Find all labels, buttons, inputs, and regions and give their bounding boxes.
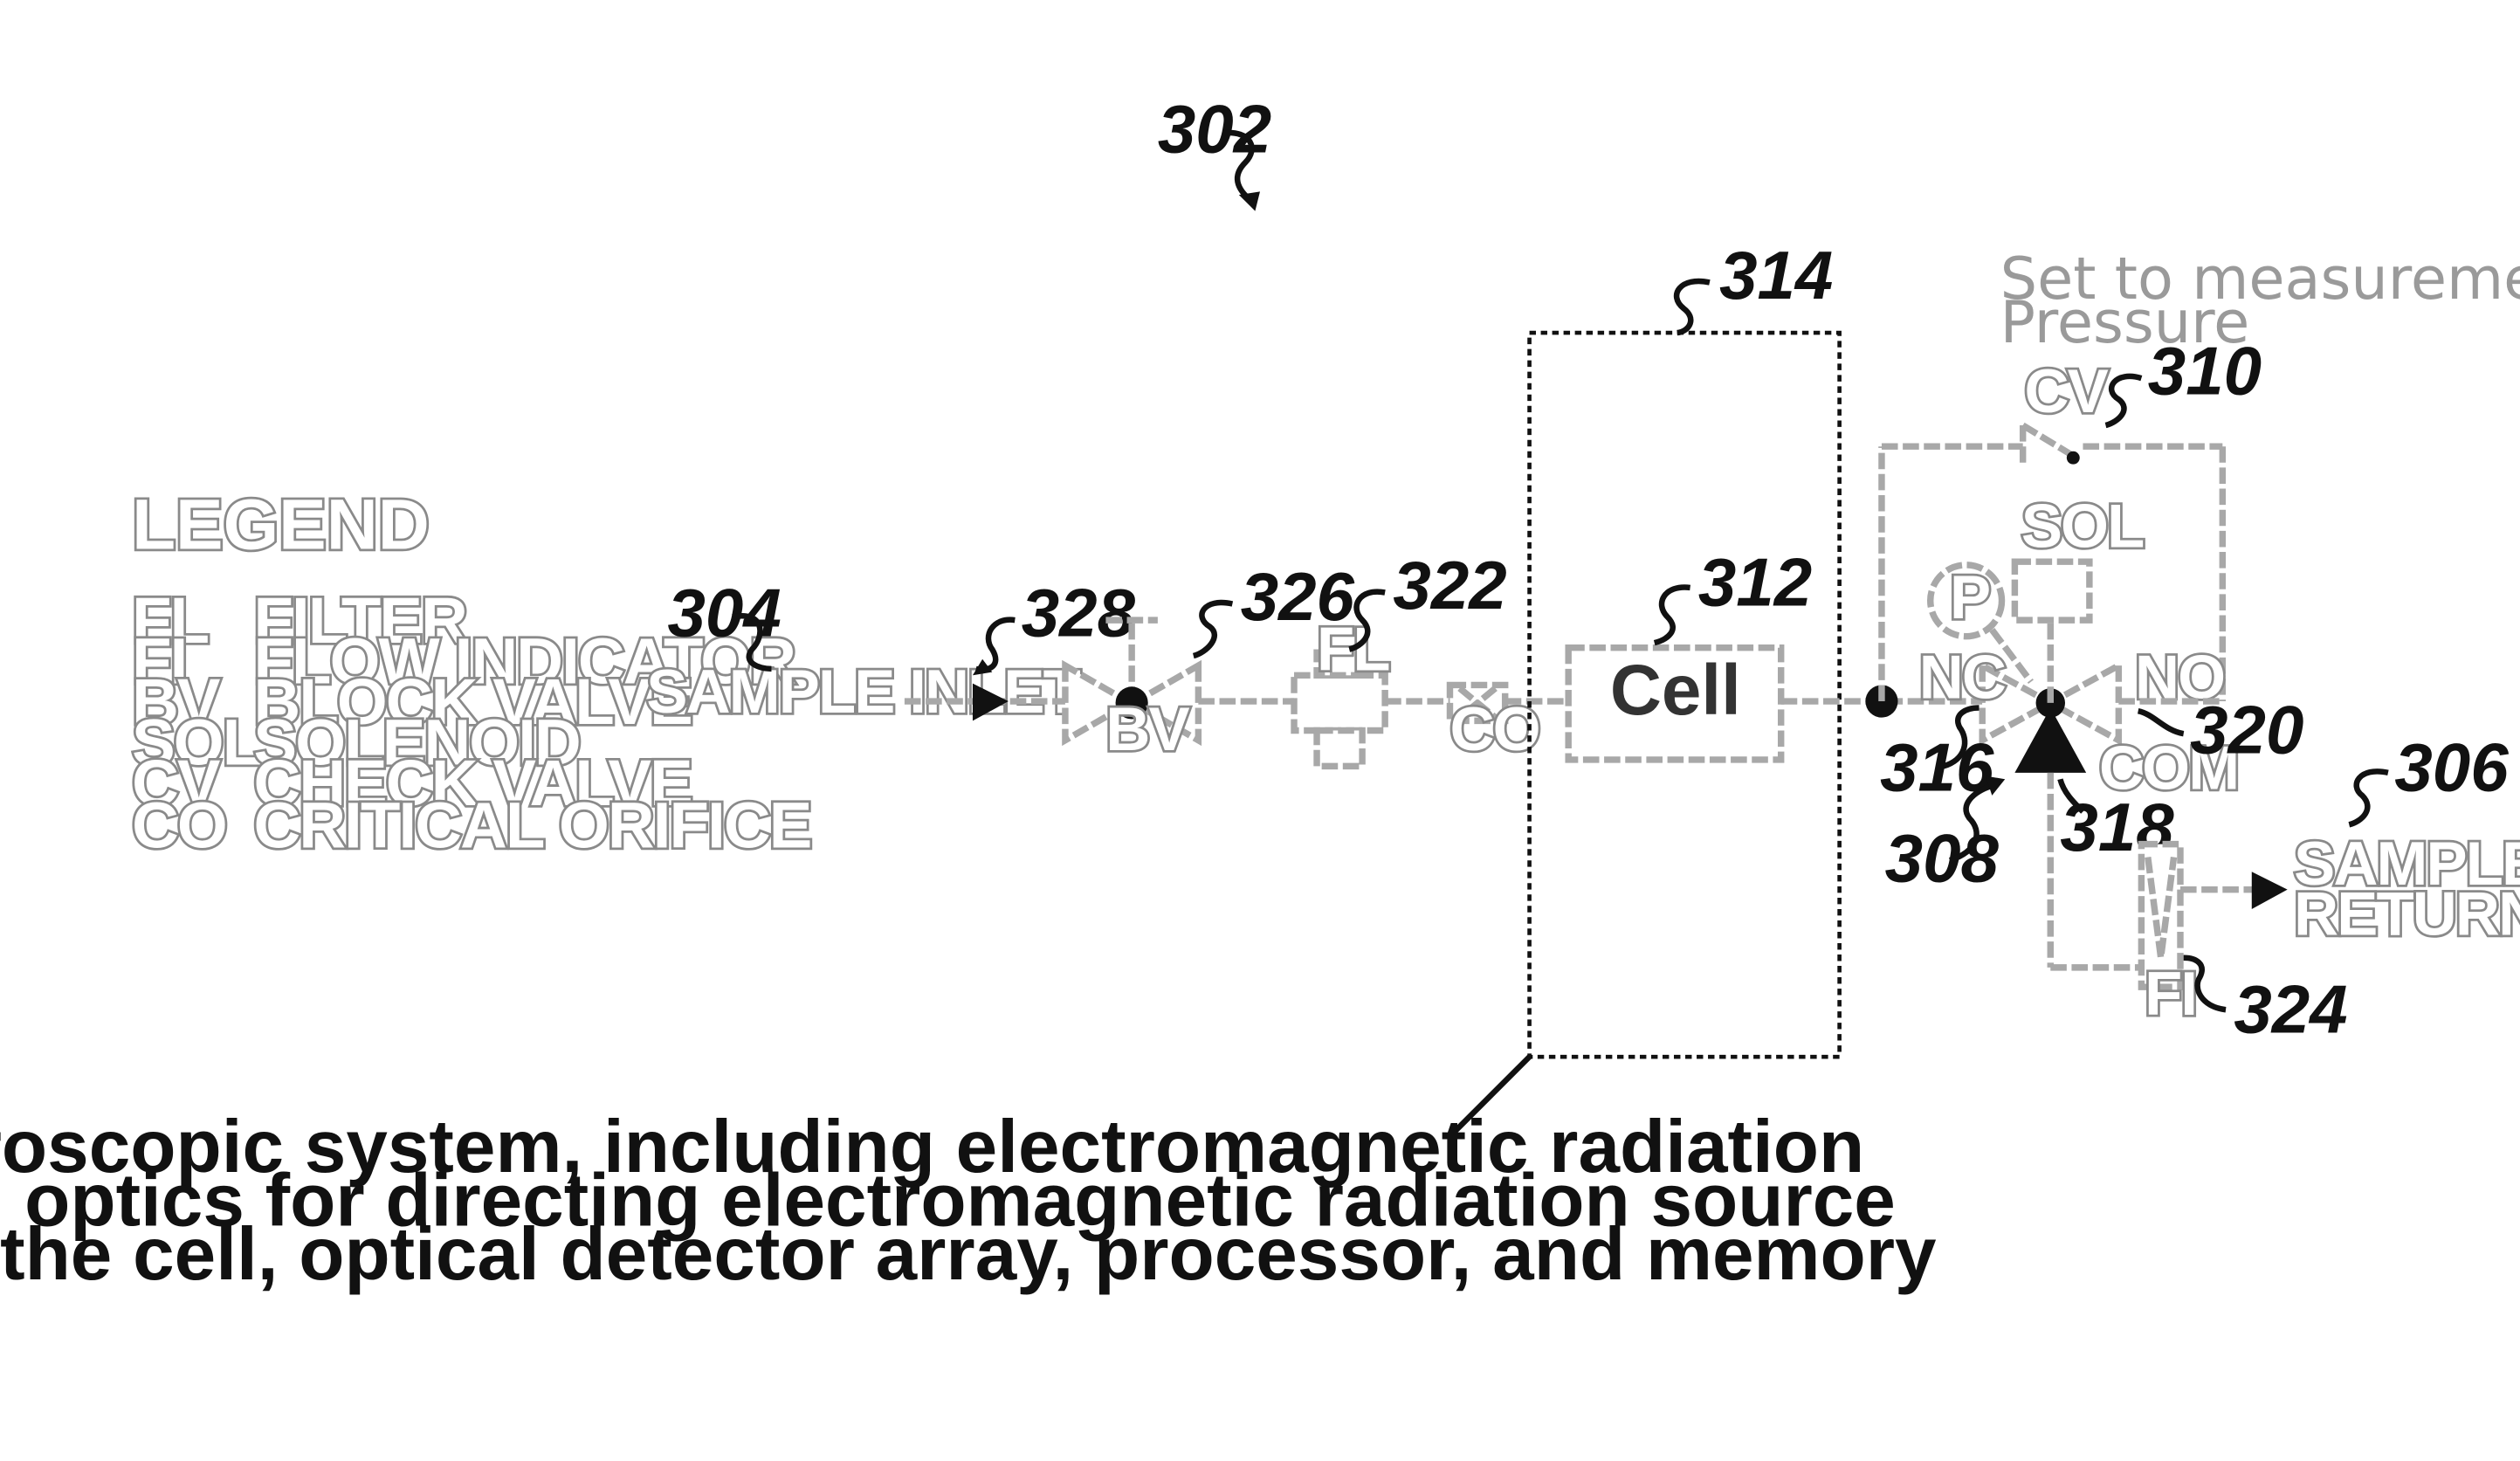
ref-304-label: 304 — [668, 575, 781, 651]
sample-return-label-2: RETURN — [2294, 879, 2520, 948]
sample-inlet-label: SAMPLE INLET — [646, 657, 1080, 726]
co-label: CO — [1449, 694, 1539, 763]
check-valve-flap — [2023, 425, 2076, 458]
check-valve — [2023, 425, 2080, 467]
return-flow-arrow — [2252, 872, 2288, 909]
filter-body — [1294, 675, 1385, 730]
caption-line3: through the cell, optical detector array… — [0, 1213, 1937, 1296]
nc-label: NC — [1919, 642, 2006, 711]
bv-label: BV — [1105, 694, 1189, 763]
ref-324-label: 324 — [2234, 970, 2347, 1047]
ref-320-leader — [2138, 711, 2184, 734]
note-line2: Pressure — [2000, 288, 2250, 356]
ref-326-leader — [1194, 603, 1233, 656]
ref-306-leader — [2349, 771, 2388, 824]
ref-310-leader — [2105, 376, 2141, 425]
legend-meaning-co: CRITICAL ORIFICE — [253, 789, 810, 861]
ref-312-leader — [1655, 588, 1690, 644]
pressure-gauge-label: P — [1950, 562, 1989, 631]
legend-abbr-co: CO — [132, 789, 226, 861]
ref-328-label: 328 — [1022, 575, 1136, 651]
solenoid-actuator — [2014, 562, 2090, 620]
legend-title: LEGEND — [132, 485, 430, 564]
check-valve-pin — [2067, 451, 2080, 465]
ref-308-label: 308 — [1885, 819, 2000, 896]
ref-314-leader — [1677, 281, 1710, 333]
filter-bowl — [1317, 731, 1362, 767]
ref-302-label: 302 — [1158, 91, 1271, 168]
cell-label: Cell — [1610, 651, 1741, 730]
sol-label: SOL — [2021, 491, 2144, 560]
ref-314-label: 314 — [1719, 237, 1833, 314]
ref-322-label: 322 — [1393, 547, 1506, 624]
cv-label: CV — [2025, 356, 2109, 425]
fi-label: FI — [2145, 959, 2196, 1028]
ref-302-arrowhead — [1239, 191, 1260, 210]
ref-312-label: 312 — [1698, 543, 1812, 620]
ref-306-label: 306 — [2394, 728, 2509, 805]
ref-320-label: 320 — [2190, 692, 2303, 768]
